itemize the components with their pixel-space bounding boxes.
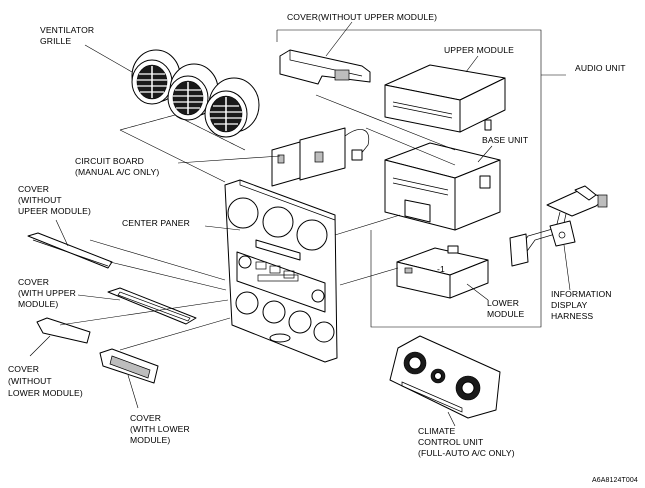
label-cover-with-upper-3: MODULE) [18,299,58,309]
figure-code: A6A8124T004 [592,477,638,484]
center-panel-part [204,179,338,363]
label-audio-unit: AUDIO UNIT [575,63,626,73]
label-cover-with-lower-3: MODULE) [130,435,170,445]
label-cover-without-upper-module: COVER(WITHOUT UPPER MODULE) [287,12,437,22]
cover-without-lower-module-part [29,317,91,357]
label-lower-module-1: LOWER [487,298,519,308]
label-circuit-board-1: CIRCUIT BOARD [75,156,144,166]
label-cover-without-lower-2: (WITHOUT [8,376,52,386]
label-cover-with-lower-2: (WITH LOWER [130,424,190,434]
label-cover-with-upper-1: COVER [18,277,49,287]
label-ventilator-grille-1: VENTILATOR [40,25,94,35]
label-center-paner: CENTER PANER [122,218,190,228]
cover-without-upeer-module-part [27,219,113,269]
cover-with-upper-module-part [77,287,197,325]
label-cover-upeer-3: UPEER MODULE) [18,206,91,216]
labels: VENTILATOR GRILLE COVER(WITHOUT UPPER MO… [8,12,638,484]
svg-text:-1: -1 [437,264,445,274]
label-climate-2: CONTROL UNIT [418,437,484,447]
label-cover-with-lower-1: COVER [130,413,161,423]
base-unit-part [384,142,501,231]
label-cover-without-lower-3: LOWER MODULE) [8,388,83,398]
label-base-unit: BASE UNIT [482,135,529,145]
label-circuit-board-2: (MANUAL A/C ONLY) [75,167,159,177]
label-ventilator-grille-2: GRILLE [40,36,71,46]
label-cover-without-lower-1: COVER [8,364,39,374]
label-lower-module-2: MODULE [487,309,525,319]
label-climate-3: (FULL-AUTO A/C ONLY) [418,448,515,458]
label-cover-upeer-1: COVER [18,184,49,194]
ventilator-grille-part [84,44,260,138]
label-info-harness-1: INFORMATION [551,289,612,299]
label-upper-module: UPPER MODULE [444,45,514,55]
information-display-harness-part [509,185,608,291]
lower-module-part: -1 [396,245,489,301]
label-cover-with-upper-2: (WITH UPPER [18,288,76,298]
label-info-harness-3: HARNESS [551,311,593,321]
climate-control-unit-part [389,335,501,427]
label-info-harness-2: DISPLAY [551,300,588,310]
cover-without-upper-module-part [279,21,371,85]
upper-module-part [384,55,506,133]
label-cover-upeer-2: (WITHOUT [18,195,62,205]
circuit-board-part [177,127,370,187]
label-climate-1: CLIMATE [418,426,455,436]
cover-with-lower-module-part [99,348,159,409]
audio-unit-frame [276,29,566,328]
